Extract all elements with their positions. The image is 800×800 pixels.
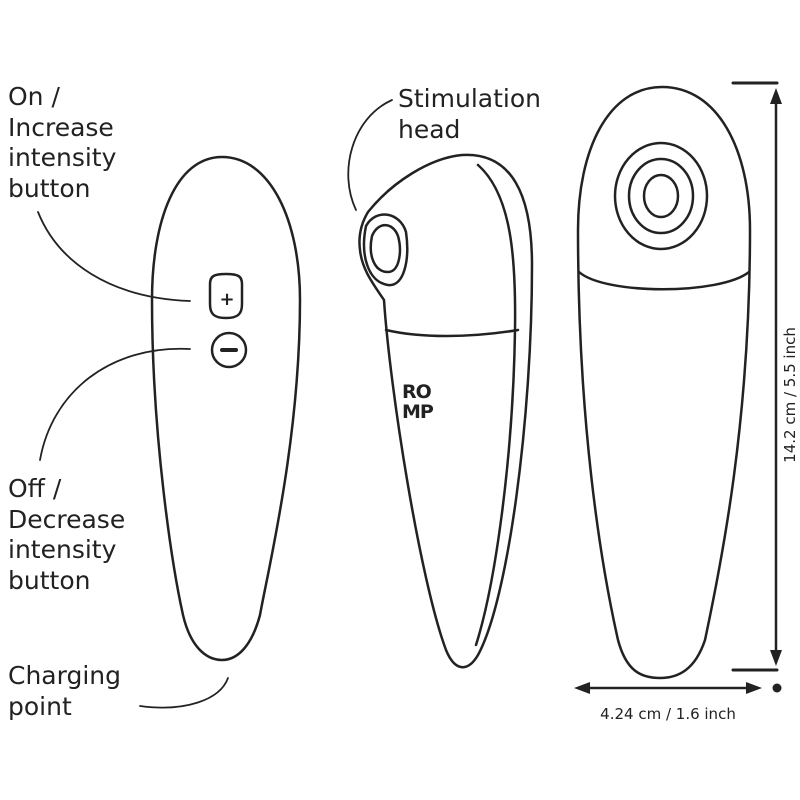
label-stimulation-head-line-2: head bbox=[398, 115, 460, 144]
label-charging-point-line-1: Charging bbox=[8, 661, 121, 690]
stimulation-head-rim bbox=[362, 213, 409, 287]
device-side-outline bbox=[358, 153, 534, 669]
device-side-back-edge bbox=[474, 163, 517, 647]
device-back-view bbox=[576, 85, 752, 680]
label-charging-point-line-2: point bbox=[8, 692, 72, 721]
device-back-head-seam bbox=[577, 270, 751, 291]
height-arrow-head-bottom bbox=[770, 650, 782, 666]
device-front-view: + bbox=[150, 155, 302, 662]
brand-logo-line-2: MP bbox=[402, 401, 434, 423]
label-stimulation-head-line-1: Stimulation bbox=[398, 84, 541, 113]
height-arrow-head-top bbox=[770, 88, 782, 104]
plus-button[interactable] bbox=[208, 272, 244, 320]
label-on-increase-line-4: button bbox=[8, 174, 90, 203]
label-on-increase: On / Increase intensity button bbox=[8, 82, 124, 203]
label-on-increase-line-3: intensity bbox=[8, 143, 117, 172]
height-dimension: 14.2 cm / 5.5 inch bbox=[731, 81, 799, 672]
label-stimulation-head: Stimulation head bbox=[398, 84, 549, 144]
device-front-outline bbox=[150, 155, 302, 662]
back-head-outer-ring bbox=[613, 141, 709, 251]
label-off-decrease-line-3: intensity bbox=[8, 535, 117, 564]
brand-logo: RO MP bbox=[402, 381, 436, 423]
back-head-middle-ring bbox=[627, 157, 695, 235]
label-off-decrease-line-4: button bbox=[8, 566, 90, 595]
width-dimension-label: 4.24 cm / 1.6 inch bbox=[600, 705, 736, 723]
label-off-decrease: Off / Decrease intensity button bbox=[8, 474, 133, 595]
label-off-decrease-line-1: Off / bbox=[8, 474, 62, 503]
width-dimension: 4.24 cm / 1.6 inch bbox=[574, 682, 782, 723]
device-back-outline bbox=[576, 85, 752, 680]
device-side-view: RO MP bbox=[358, 153, 534, 669]
stimulation-head-opening[interactable] bbox=[369, 223, 402, 274]
leader-line-increase bbox=[37, 211, 191, 302]
leader-line-stimulation-head bbox=[347, 99, 393, 211]
dimension-corner-dot bbox=[772, 683, 782, 693]
width-arrow-head-left bbox=[574, 682, 590, 694]
label-charging-point: Charging point bbox=[8, 661, 129, 721]
minus-button[interactable] bbox=[210, 331, 248, 369]
plus-symbol: + bbox=[219, 289, 234, 310]
device-side-head-seam bbox=[384, 328, 520, 338]
label-off-decrease-line-2: Decrease bbox=[8, 505, 125, 534]
brand-logo-line-1: RO bbox=[402, 381, 432, 403]
label-on-increase-line-2: Increase bbox=[8, 113, 114, 142]
leader-line-charging bbox=[139, 677, 229, 709]
label-on-increase-line-1: On / bbox=[8, 82, 60, 111]
height-dimension-label: 14.2 cm / 5.5 inch bbox=[781, 327, 799, 463]
leader-line-decrease bbox=[39, 347, 191, 461]
back-head-opening[interactable] bbox=[642, 173, 680, 219]
width-arrow-head-right bbox=[746, 682, 762, 694]
